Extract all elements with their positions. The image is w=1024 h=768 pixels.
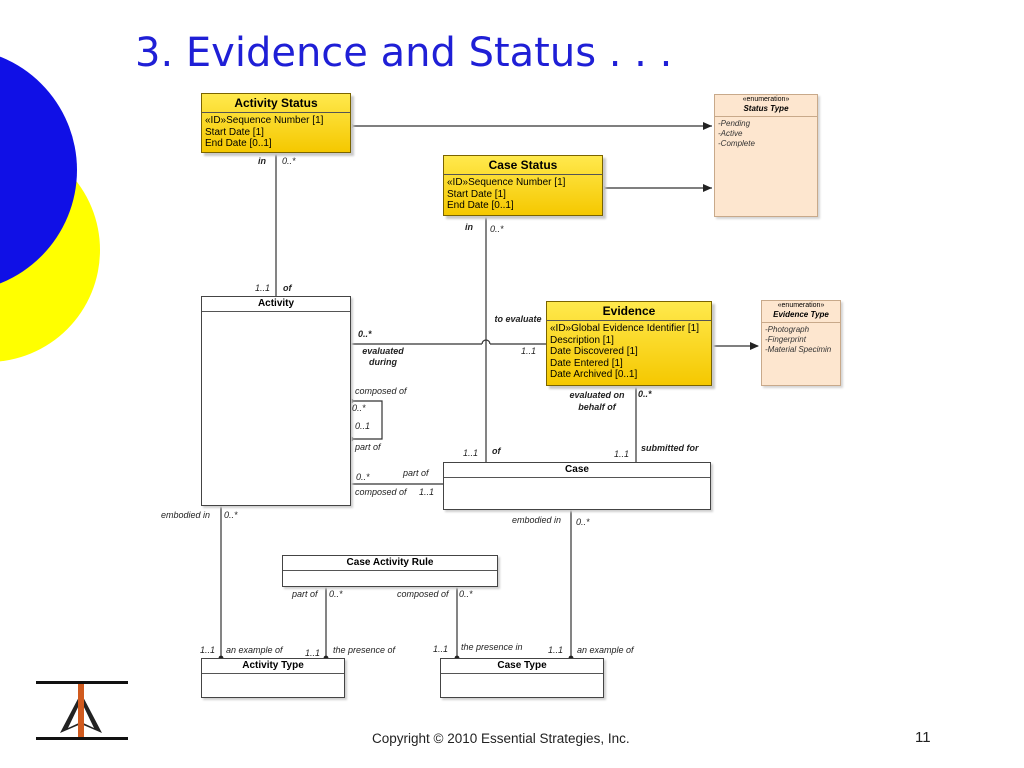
entity-name: Activity Type <box>202 659 344 674</box>
entity-case-status[interactable]: Case Status «ID»Sequence Number [1] Star… <box>443 155 603 216</box>
role-label: evaluated during <box>362 346 404 367</box>
line-hop <box>481 339 491 345</box>
role-label: composed of <box>355 487 407 497</box>
role-label: submitted for <box>641 443 699 453</box>
role-label: of <box>283 283 292 293</box>
entity-activity-status[interactable]: Activity Status «ID»Sequence Number [1] … <box>201 93 351 153</box>
multiplicity-label: 0..* <box>358 329 372 339</box>
activity-self-line <box>351 400 383 440</box>
multiplicity-label: 0..* <box>459 589 473 599</box>
page-number: 11 <box>915 729 931 746</box>
entity-attribute: Date Entered [1] <box>550 357 623 369</box>
company-logo <box>36 681 128 740</box>
multiplicity-label: 1..1 <box>305 648 321 658</box>
multiplicity-label: 1..1 <box>419 487 435 497</box>
multiplicity-label: 0..* <box>638 389 652 399</box>
arrowhead <box>703 122 712 130</box>
entity-attribute: Description [1] <box>550 334 614 346</box>
multiplicity-label: 0..* <box>329 589 343 599</box>
multiplicity-label: 0..* <box>224 510 238 520</box>
role-label: to evaluate <box>494 314 542 324</box>
enum-name: Status Type <box>715 104 817 117</box>
enum-literal: Pending <box>720 119 751 128</box>
multiplicity-label: 0..* <box>352 403 366 413</box>
entity-name: Activity <box>202 297 350 312</box>
entity-attribute: Start Date [1] <box>447 188 506 200</box>
entity-name: Activity Status <box>202 94 350 113</box>
role-label: embodied in <box>512 515 562 525</box>
enumeration-status-type[interactable]: «enumeration» Status Type -Pending -Acti… <box>714 94 818 217</box>
role-label: composed of <box>355 386 407 396</box>
entity-name: Case Type <box>441 659 603 674</box>
entity-evidence[interactable]: Evidence «ID»Global Evidence Identifier … <box>546 301 712 386</box>
decorative-circles <box>0 56 100 362</box>
entity-name: Evidence <box>547 302 711 321</box>
multiplicity-label: 1..1 <box>433 644 449 654</box>
role-label: an example of <box>577 645 634 655</box>
role-label: part of <box>403 468 429 478</box>
role-label: the presence of <box>333 645 396 655</box>
enum-stereotype: «enumeration» <box>742 96 790 103</box>
multiplicity-label: 1..1 <box>200 645 216 655</box>
enum-literal: Material Specimin <box>767 345 832 354</box>
entity-name: Case Status <box>444 156 602 175</box>
entity-attribute: «ID»Sequence Number [1] <box>205 115 324 126</box>
enum-stereotype: «enumeration» <box>777 302 825 309</box>
multiplicity-label: 0..* <box>490 224 504 234</box>
entity-activity[interactable]: Activity <box>201 296 351 506</box>
entity-attribute: «ID»Global Evidence Identifier [1] <box>550 323 699 334</box>
multiplicity-label: 1..1 <box>521 346 537 356</box>
multiplicity-label: 1..1 <box>614 449 630 459</box>
multiplicity-label: 1..1 <box>255 283 271 293</box>
entity-attribute: Date Discovered [1] <box>550 346 638 357</box>
multiplicity-label: 0..* <box>576 517 590 527</box>
arrowhead <box>750 342 759 350</box>
enum-literal: Active <box>720 129 743 138</box>
copyright-text: Copyright © 2010 Essential Strategies, I… <box>372 731 630 746</box>
multiplicity-label: 1..1 <box>548 645 564 655</box>
role-label: evaluated on behalf of <box>569 390 625 412</box>
enum-literal: Complete <box>720 139 755 148</box>
role-label: embodied in <box>161 510 211 520</box>
entity-activity-type[interactable]: Activity Type <box>201 658 345 698</box>
multiplicity-label: 1..1 <box>463 448 479 458</box>
entity-case-activity-rule[interactable]: Case Activity Rule <box>282 555 498 587</box>
entity-name: Case Activity Rule <box>283 556 497 571</box>
enum-literal: Fingerprint <box>767 335 806 344</box>
entity-case-type[interactable]: Case Type <box>440 658 604 698</box>
role-label: the presence in <box>461 642 523 652</box>
entity-attribute: Start Date [1] <box>205 126 264 138</box>
role-label: in <box>258 156 266 166</box>
entity-attribute: «ID»Sequence Number [1] <box>447 177 566 188</box>
entity-attribute: End Date [0..1] <box>205 138 272 149</box>
role-label: part of <box>292 589 318 599</box>
role-label: of <box>492 446 501 456</box>
entity-case[interactable]: Case <box>443 462 711 510</box>
entity-attribute: End Date [0..1] <box>447 200 514 211</box>
role-label: composed of <box>397 589 449 599</box>
enumeration-evidence-type[interactable]: «enumeration» Evidence Type -Photograph … <box>761 300 841 386</box>
role-label: in <box>465 222 473 232</box>
arrowhead <box>703 184 712 192</box>
entity-attribute: Date Archived [0..1] <box>550 369 638 380</box>
enum-literal: Photograph <box>767 325 810 334</box>
slide-title: 3. Evidence and Status . . . <box>135 30 673 76</box>
multiplicity-label: 0..* <box>356 472 370 482</box>
role-label: part of <box>355 442 381 452</box>
multiplicity-label: 0..* <box>282 156 296 166</box>
entity-name: Case <box>444 463 710 478</box>
enum-name: Evidence Type <box>762 310 840 323</box>
multiplicity-label: 0..1 <box>355 421 371 431</box>
blue-circle <box>0 56 77 284</box>
role-label: an example of <box>226 645 283 655</box>
